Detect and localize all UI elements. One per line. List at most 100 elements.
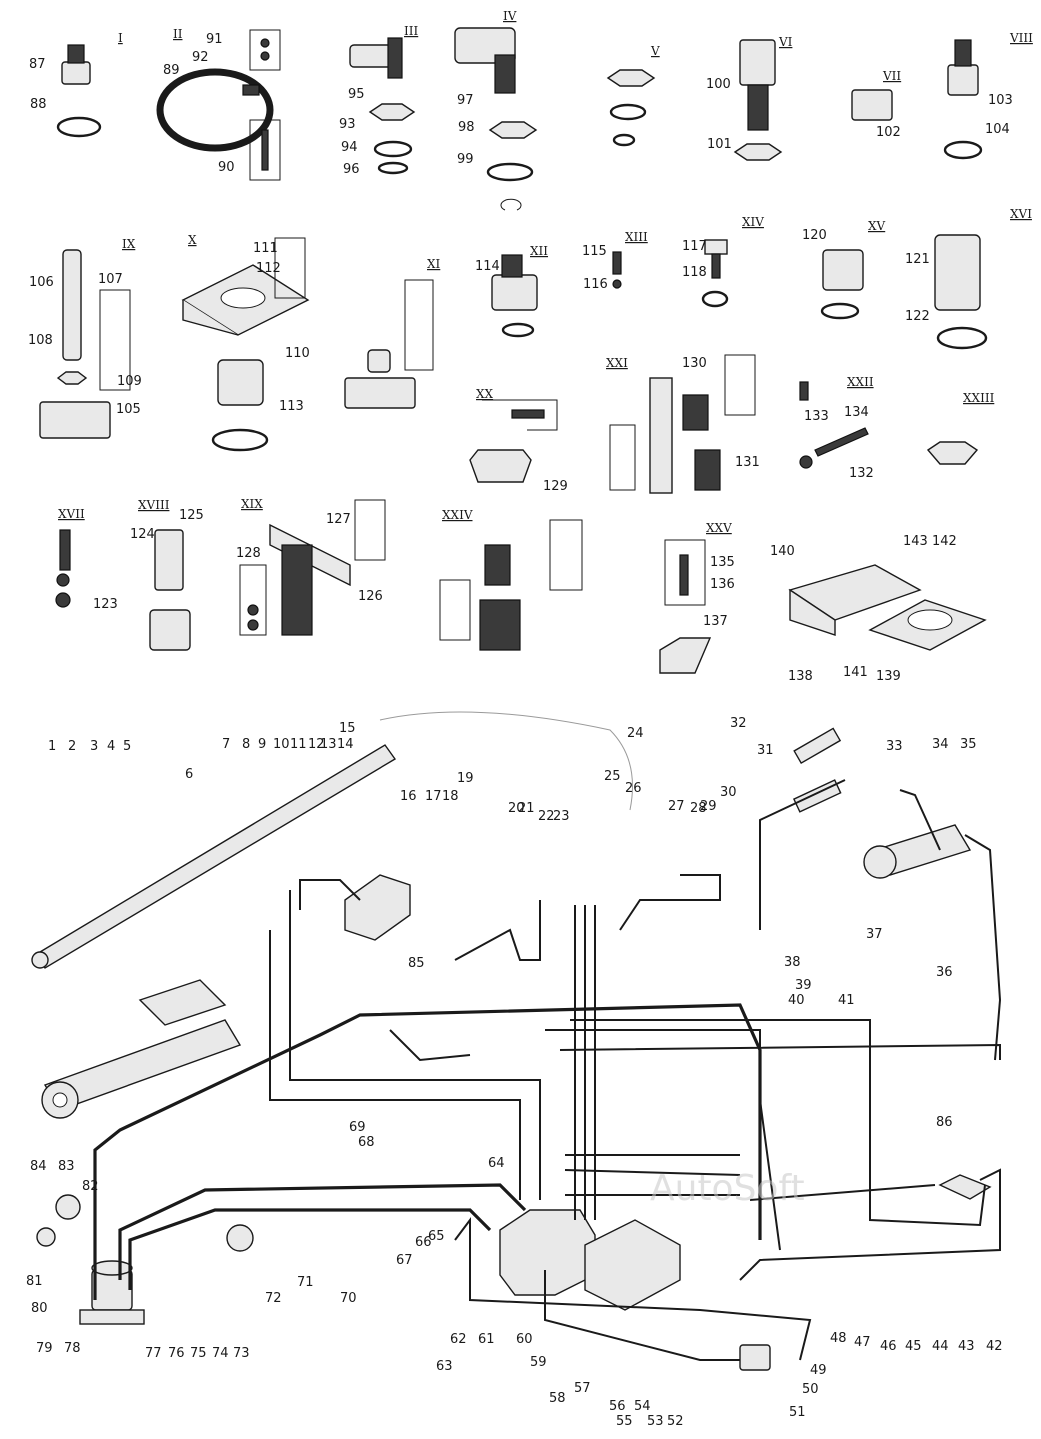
callout-70: 70 bbox=[340, 1291, 357, 1306]
callout-58: 58 bbox=[549, 1391, 566, 1406]
group-label-XVI: XVI bbox=[1010, 207, 1032, 221]
parts-group-VI bbox=[733, 39, 783, 161]
callout-50: 50 bbox=[802, 1382, 819, 1397]
parts-group-VIII bbox=[943, 39, 983, 160]
callout-132: 132 bbox=[849, 466, 874, 481]
callout-118: 118 bbox=[682, 265, 707, 280]
group-label-XX: XX bbox=[476, 387, 494, 401]
callout-86: 86 bbox=[936, 1115, 953, 1130]
callout-117: 117 bbox=[682, 239, 707, 254]
callout-54: 54 bbox=[634, 1399, 651, 1414]
callout-43: 43 bbox=[958, 1339, 975, 1354]
parts-group-IX bbox=[39, 249, 131, 439]
callout-69: 69 bbox=[349, 1120, 366, 1135]
callout-80: 80 bbox=[31, 1301, 48, 1316]
callout-12: 12 bbox=[308, 737, 325, 752]
callout-109: 109 bbox=[117, 374, 142, 389]
callout-57: 57 bbox=[574, 1381, 591, 1396]
callout-26: 26 bbox=[625, 781, 642, 796]
callout-64: 64 bbox=[488, 1156, 505, 1171]
callout-75: 75 bbox=[190, 1346, 207, 1361]
callout-143: 143 bbox=[903, 534, 928, 549]
callout-34: 34 bbox=[932, 737, 949, 752]
callout-82: 82 bbox=[82, 1179, 99, 1194]
callout-66: 66 bbox=[415, 1235, 432, 1250]
callout-84: 84 bbox=[30, 1159, 47, 1174]
callout-35: 35 bbox=[960, 737, 977, 752]
callout-71: 71 bbox=[297, 1275, 314, 1290]
callout-104: 104 bbox=[985, 122, 1010, 137]
group-label-II: II bbox=[173, 27, 183, 41]
callout-137: 137 bbox=[703, 614, 728, 629]
callout-96: 96 bbox=[343, 162, 360, 177]
callout-101: 101 bbox=[707, 137, 732, 152]
callout-121: 121 bbox=[905, 252, 930, 267]
callout-1: 1 bbox=[48, 739, 56, 754]
callout-21: 21 bbox=[518, 801, 535, 816]
callout-120: 120 bbox=[802, 228, 827, 243]
parts-group-V bbox=[606, 69, 656, 147]
callout-138: 138 bbox=[788, 669, 813, 684]
callout-90: 90 bbox=[218, 160, 235, 175]
callout-115: 115 bbox=[582, 244, 607, 259]
callout-31: 31 bbox=[757, 743, 774, 758]
callout-83: 83 bbox=[58, 1159, 75, 1174]
group-label-V: V bbox=[650, 44, 660, 58]
callout-108: 108 bbox=[28, 333, 53, 348]
callout-49: 49 bbox=[810, 1363, 827, 1378]
callout-85: 85 bbox=[408, 956, 425, 971]
parts-group-XIV bbox=[701, 239, 729, 308]
group-label-XV: XV bbox=[868, 219, 886, 233]
callout-126: 126 bbox=[358, 589, 383, 604]
callout-56: 56 bbox=[609, 1399, 626, 1414]
callout-9: 9 bbox=[258, 737, 266, 752]
callout-76: 76 bbox=[168, 1346, 185, 1361]
parts-group-XXI bbox=[609, 354, 756, 494]
callout-81: 81 bbox=[26, 1274, 43, 1289]
callout-133: 133 bbox=[804, 409, 829, 424]
parts-group-XXV bbox=[659, 539, 712, 674]
group-label-XVII: XVII bbox=[58, 507, 85, 521]
callout-102: 102 bbox=[876, 125, 901, 140]
callout-124: 124 bbox=[130, 527, 155, 542]
callout-74: 74 bbox=[212, 1346, 229, 1361]
callout-88: 88 bbox=[30, 97, 47, 112]
callout-32: 32 bbox=[730, 716, 747, 731]
callout-113: 113 bbox=[279, 399, 304, 414]
callout-60: 60 bbox=[516, 1332, 533, 1347]
callout-20: 20 bbox=[508, 801, 525, 816]
callout-98: 98 bbox=[458, 120, 475, 135]
callout-136: 136 bbox=[710, 577, 735, 592]
callout-18: 18 bbox=[442, 789, 459, 804]
parts-group-II bbox=[156, 29, 281, 181]
callout-28: 28 bbox=[690, 801, 707, 816]
callout-125: 125 bbox=[179, 508, 204, 523]
callout-93: 93 bbox=[339, 117, 356, 132]
callout-130: 130 bbox=[682, 356, 707, 371]
callout-53: 53 bbox=[647, 1414, 664, 1429]
group-label-XIII: XIII bbox=[625, 230, 648, 244]
callout-73: 73 bbox=[233, 1346, 250, 1361]
callout-67: 67 bbox=[396, 1253, 413, 1268]
callout-68: 68 bbox=[358, 1135, 375, 1150]
callout-77: 77 bbox=[145, 1346, 162, 1361]
parts-group-bracket-138-139 bbox=[788, 564, 987, 651]
callout-10: 10 bbox=[273, 737, 290, 752]
callout-16: 16 bbox=[400, 789, 417, 804]
callout-7: 7 bbox=[222, 737, 230, 752]
callout-134: 134 bbox=[844, 405, 869, 420]
hydraulic-assembly bbox=[31, 711, 1002, 1371]
callout-105: 105 bbox=[116, 402, 141, 417]
callout-25: 25 bbox=[604, 769, 621, 784]
callout-46: 46 bbox=[880, 1339, 897, 1354]
group-label-VI: VI bbox=[778, 35, 793, 49]
parts-group-XVII bbox=[55, 529, 71, 608]
callout-51: 51 bbox=[789, 1405, 806, 1420]
callout-62: 62 bbox=[450, 1332, 467, 1347]
group-label-VIII: VIII bbox=[1009, 31, 1033, 45]
callout-33: 33 bbox=[886, 739, 903, 754]
group-label-XXI: XXI bbox=[606, 356, 628, 370]
callout-114: 114 bbox=[475, 259, 500, 274]
